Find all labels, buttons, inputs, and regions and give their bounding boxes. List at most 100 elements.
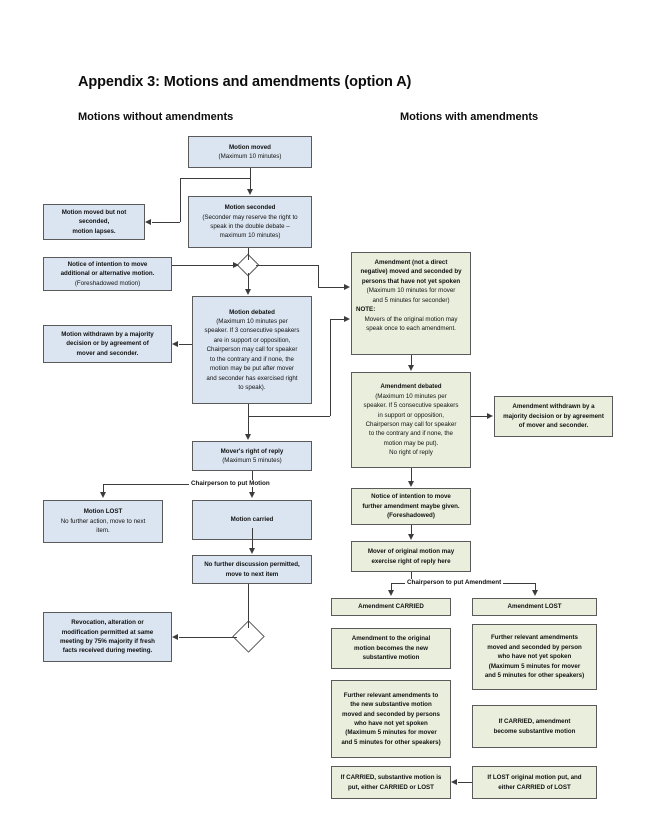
node-motion-moved[interactable]: Motion moved (Maximum 10 minutes) — [188, 136, 312, 168]
arrowhead-left — [172, 633, 178, 640]
connector-diamond-to-debated — [248, 273, 249, 290]
node-line: to speak). — [238, 383, 266, 391]
connector-reply-down — [252, 471, 253, 484]
connector-diamond-to-amendment-h2 — [318, 287, 344, 288]
node-line: (Maximum 5 minutes) — [222, 457, 282, 464]
node-line: in support or opposition, — [377, 411, 445, 419]
node-amendment-lost[interactable]: Amendment LOST — [472, 598, 597, 616]
node-line: Amendment LOST — [507, 603, 562, 611]
node-amendment-moved[interactable]: Amendment (not a direct negative) moved … — [351, 252, 471, 355]
node-line: Chairperson may call for speaker — [206, 346, 298, 354]
connector-amendmoved-to-debated — [411, 355, 412, 366]
node-heading: Motion LOST — [83, 508, 123, 516]
node-motion-not-seconded[interactable]: Motion moved but not seconded, motion la… — [43, 204, 145, 240]
node-line: maximum 10 minutes) — [219, 232, 281, 240]
node-line: speaker. If 3 consecutive speakers — [204, 327, 300, 335]
connector-debated-to-amendment-v2 — [330, 319, 331, 416]
node-line: either CARRIED of LOST — [498, 783, 571, 791]
node-line: speak once to each amendment. — [366, 324, 456, 332]
node-motion-lost[interactable]: Motion LOST No further action, move to n… — [43, 500, 163, 543]
connector-to-amendcarried-v — [391, 583, 392, 591]
node-if-carried-amendment-becomes[interactable]: If CARRIED, amendment become substantive… — [472, 705, 597, 748]
node-line: (Maximum 10 minutes per — [375, 392, 447, 400]
connector-to-not-seconded-h — [152, 222, 180, 223]
node-line: motion becomes the new — [354, 644, 428, 652]
node-line: (Foreshadowed) — [387, 512, 435, 520]
node-line: Notice of intention to move — [371, 493, 451, 501]
node-line: to the contrary and if none, the — [210, 355, 294, 363]
node-line: who have not yet spoken — [354, 720, 428, 727]
arrowhead-down — [244, 434, 251, 440]
node-line: If CARRIED, amendment — [498, 718, 571, 726]
node-line: (Maximum 5 minutes for mover — [488, 662, 581, 670]
connector-chairperson-motion-h — [103, 484, 252, 485]
node-amendment-becomes-substantive[interactable]: Amendment to the original motion becomes… — [331, 628, 451, 669]
node-further-amendments-new-substantive[interactable]: Further relevant amendments to the new s… — [331, 680, 451, 758]
connector-debated-to-amendment-h1 — [248, 416, 330, 417]
connector-diamond-to-amendment-v — [318, 265, 319, 287]
arrowhead-down — [407, 534, 414, 540]
node-line: Motion moved but not seconded, — [61, 208, 127, 226]
arrowhead-right — [487, 412, 493, 419]
arrowhead-down — [246, 189, 253, 195]
node-if-carried-substantive-put[interactable]: If CARRIED, substantive motion is put, e… — [331, 766, 451, 799]
node-if-lost-original-motion-put[interactable]: If LOST original motion put, and either … — [472, 766, 597, 799]
node-mover-right-of-reply-here[interactable]: Mover of original motion may exercise ri… — [351, 541, 471, 572]
node-heading: Motion carried — [230, 516, 274, 524]
node-motion-seconded[interactable]: Motion seconded (Seconder may reserve th… — [188, 196, 312, 248]
node-note-label: NOTE: — [356, 306, 376, 314]
node-heading: Motion seconded — [224, 204, 276, 212]
node-further-amendments-lost-branch[interactable]: Further relevant amendments moved and se… — [472, 624, 597, 690]
node-line: become substantive motion — [493, 727, 576, 735]
node-line: facts received during meeting. — [62, 647, 153, 655]
node-notice-further-amendment[interactable]: Notice of intention to move further amen… — [351, 488, 471, 525]
node-line: move to next item — [225, 570, 279, 578]
connector-seconded-to-diamond — [248, 248, 249, 260]
node-line: (Seconder may reserve the right to — [202, 213, 298, 221]
node-line: If CARRIED, substantive motion is — [340, 774, 442, 782]
node-motion-withdrawn[interactable]: Motion withdrawn by a majority decision … — [43, 325, 172, 363]
node-line: Motion withdrawn by a majority — [61, 330, 154, 338]
node-line: (Foreshadowed motion) — [74, 279, 141, 287]
node-line: majority decision or by agreement — [503, 412, 604, 420]
node-heading: Mover's right of reply — [220, 447, 284, 455]
connector-debated-to-amendment-v1 — [248, 404, 249, 416]
connector-amenddebated-to-notice — [411, 468, 412, 481]
connector-nofurther-to-diamond — [248, 584, 249, 628]
arrowhead-left — [145, 218, 151, 225]
node-amendment-withdrawn[interactable]: Amendment withdrawn by a majority decisi… — [494, 396, 613, 437]
arrowhead-down — [248, 492, 255, 498]
arrowhead-down — [407, 481, 414, 487]
node-line: mover and seconder. — [76, 349, 139, 357]
node-amendment-carried[interactable]: Amendment CARRIED — [331, 598, 451, 616]
arrowhead-down — [407, 365, 414, 371]
node-line: decision or by agreement of — [66, 340, 149, 348]
node-notice-of-intention[interactable]: Notice of intention to move additional o… — [43, 257, 172, 291]
arrowhead-down — [99, 492, 106, 498]
page-title: Appendix 3: Motions and amendments (opti… — [78, 74, 412, 90]
arrowhead-right — [344, 315, 350, 322]
edge-label-chairperson-put-motion: Chairperson to put Motion — [189, 480, 272, 487]
node-line: negative) moved and seconded by — [360, 268, 462, 276]
connector-moved-branch-v — [180, 178, 181, 222]
node-line: Amendment (not a direct — [374, 259, 448, 266]
node-line: modification permitted at same — [61, 628, 154, 636]
node-line: to the contrary and if none, the — [369, 430, 453, 438]
connector-iflost-to-ifcarried — [458, 782, 472, 783]
node-motion-debated[interactable]: Motion debated (Maximum 10 minutes per s… — [192, 296, 312, 404]
node-line: motion may be put). — [383, 439, 439, 447]
arrowhead-left — [172, 340, 178, 347]
arrowhead-right — [233, 261, 239, 268]
node-line: and seconder has exercised right — [206, 374, 298, 382]
node-amendment-debated[interactable]: Amendment debated (Maximum 10 minutes pe… — [351, 372, 471, 468]
node-line: motion may be put after mover — [210, 365, 294, 373]
node-revocation[interactable]: Revocation, alteration or modification p… — [43, 612, 172, 662]
node-line: of mover and seconder. — [518, 422, 589, 430]
arrowhead-down — [387, 590, 394, 596]
node-no-further-discussion[interactable]: No further discussion permitted, move to… — [192, 555, 312, 584]
edge-label-chairperson-put-amendment: Chairperson to put Amendment — [405, 579, 504, 586]
connector-moved-branch-top-h — [180, 178, 250, 179]
node-movers-right-of-reply[interactable]: Mover's right of reply (Maximum 5 minute… — [192, 441, 312, 471]
node-line: item. — [96, 527, 110, 535]
